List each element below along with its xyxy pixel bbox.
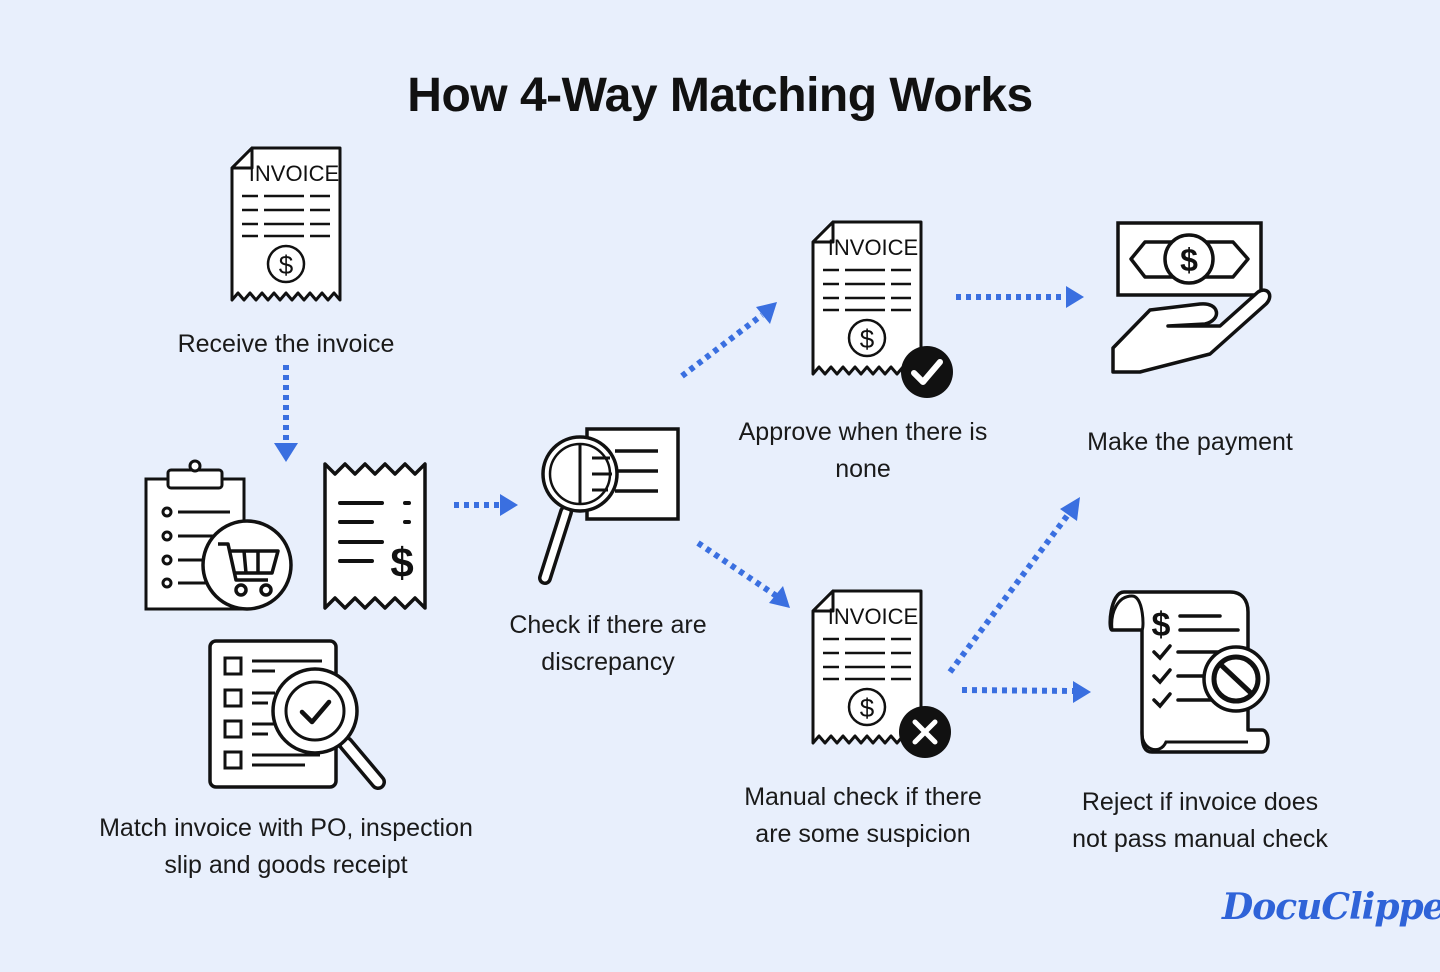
manual-line-1: Manual check if there bbox=[744, 783, 982, 811]
rejected-scroll-icon: $ bbox=[1108, 590, 1270, 754]
step-receive-label: Receive the invoice bbox=[136, 326, 436, 363]
step-match-label: Match invoice with PO, inspection slip a… bbox=[56, 810, 516, 884]
prohibited-icon bbox=[1202, 645, 1270, 713]
step-check-label: Check if there are discrepancy bbox=[470, 607, 746, 681]
arrowhead-down bbox=[274, 443, 298, 462]
approve-line-2: none bbox=[835, 455, 891, 483]
step-payment-label: Make the payment bbox=[1050, 424, 1330, 461]
approved-invoice-icon: INVOICE $ bbox=[811, 220, 953, 398]
check-line-2: discrepancy bbox=[541, 648, 675, 676]
invoice-label: INVOICE bbox=[828, 604, 918, 629]
arrowhead-right bbox=[500, 494, 518, 516]
check-line-1: Check if there are bbox=[509, 611, 707, 639]
reject-line-2: not pass manual check bbox=[1072, 825, 1328, 853]
dollar-glyph: $ bbox=[279, 250, 294, 280]
invoice-label: INVOICE bbox=[249, 161, 339, 186]
arrow-check-to-approve bbox=[680, 312, 764, 379]
arrow-manual-to-payment bbox=[947, 510, 1073, 674]
match-line-2: slip and goods receipt bbox=[164, 851, 408, 879]
dollar-glyph: $ bbox=[1180, 242, 1198, 278]
dollar-glyph: $ bbox=[1152, 606, 1171, 644]
arrow-heads bbox=[274, 286, 1091, 703]
step-manual-label: Manual check if there are some suspicion bbox=[712, 779, 1014, 853]
match-line-1: Match invoice with PO, inspection bbox=[99, 814, 473, 842]
flow-arrows bbox=[283, 294, 1075, 694]
inspection-checklist-icon bbox=[208, 639, 386, 790]
goods-receipt-icon: $ bbox=[323, 462, 427, 610]
dollar-glyph: $ bbox=[860, 693, 875, 723]
invoice-icon: INVOICE $ bbox=[230, 146, 342, 302]
receive-text: Receive the invoice bbox=[177, 330, 395, 358]
flagged-invoice-icon: INVOICE $ bbox=[811, 589, 951, 758]
discrepancy-check-icon bbox=[538, 427, 680, 585]
manual-line-2: are some suspicion bbox=[755, 820, 971, 848]
shopping-cart-icon bbox=[218, 542, 280, 597]
arrow-manual-to-reject bbox=[961, 687, 1075, 694]
checkmark-icon bbox=[901, 346, 953, 398]
arrowhead-down-right bbox=[769, 586, 790, 608]
arrowhead-up-right bbox=[1060, 497, 1080, 521]
invoice-label: INVOICE bbox=[828, 235, 918, 260]
arrowhead-up-right bbox=[756, 302, 777, 324]
approve-line-1: Approve when there is bbox=[738, 418, 988, 446]
magnifier-icon bbox=[271, 667, 386, 790]
brand-logo: DocuClipper bbox=[1222, 886, 1440, 928]
dollar-glyph: $ bbox=[860, 324, 875, 354]
arrow-check-to-manual bbox=[696, 540, 780, 600]
page-title: How 4-Way Matching Works bbox=[407, 69, 1033, 122]
purchase-order-clipboard-icon bbox=[144, 459, 293, 611]
step-reject-label: Reject if invoice does not pass manual c… bbox=[1040, 784, 1360, 858]
hand-money-icon: $ bbox=[1111, 221, 1272, 374]
arrowhead-right bbox=[1073, 681, 1091, 703]
step-approve-label: Approve when there is none bbox=[712, 414, 1014, 488]
reject-line-1: Reject if invoice does bbox=[1081, 788, 1319, 816]
dollar-glyph: $ bbox=[390, 539, 413, 586]
arrowhead-right bbox=[1066, 286, 1084, 308]
payment-text: Make the payment bbox=[1087, 428, 1293, 456]
cross-icon bbox=[899, 706, 951, 758]
